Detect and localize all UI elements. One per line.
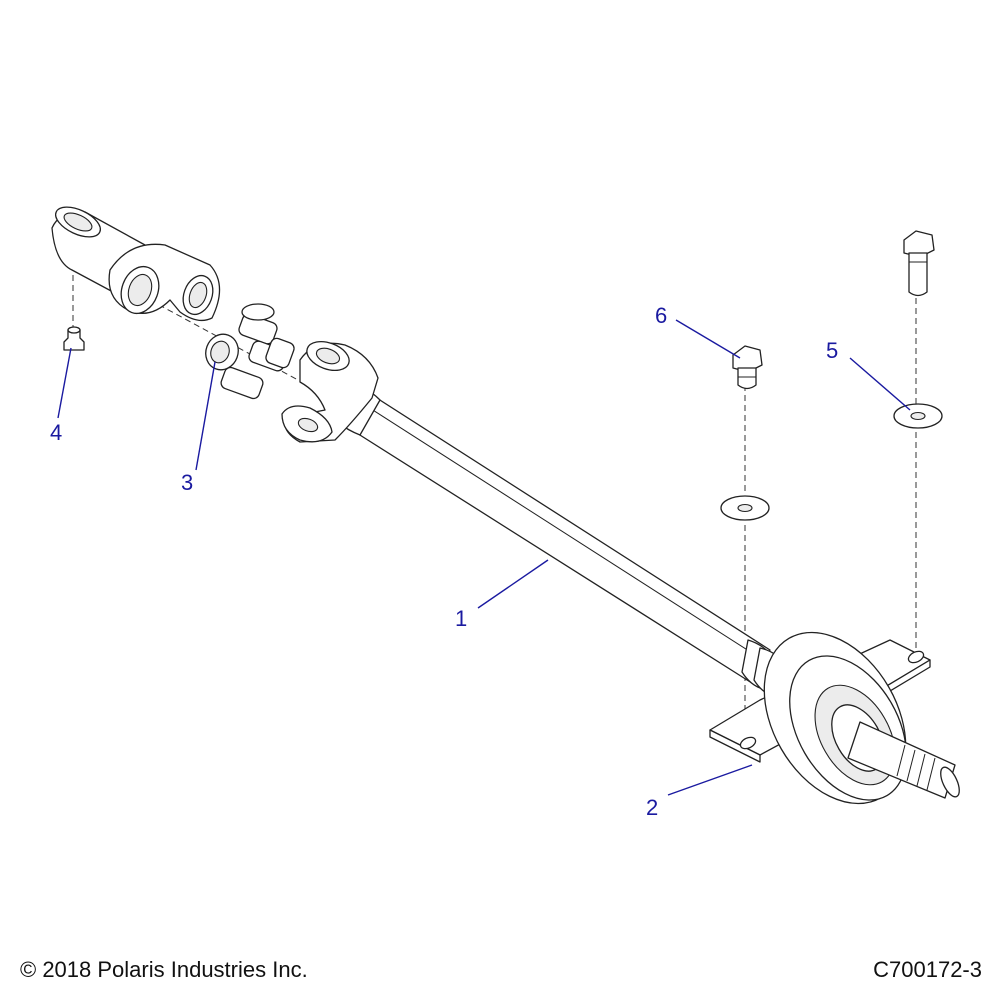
bolt-right: [903, 230, 935, 297]
leader-3: [195, 361, 216, 471]
drawing-number: C700172-3: [873, 957, 982, 982]
leader-1: [477, 559, 549, 609]
grease-fitting: [63, 326, 85, 351]
callout-leaders: [57, 319, 911, 796]
carrier-bearing: [709, 631, 960, 805]
leader-5: [849, 357, 911, 411]
callout-2: 2: [646, 795, 658, 820]
callout-labels: 1 2 3 4 5 6: [50, 303, 838, 820]
slip-yoke: [51, 206, 221, 322]
prop-shaft: [281, 341, 789, 699]
washer-left: [720, 495, 770, 521]
leader-6: [675, 319, 741, 359]
u-joint-cross: [205, 303, 295, 400]
callout-3: 3: [181, 470, 193, 495]
leader-4: [57, 347, 72, 419]
washer-right: [893, 403, 943, 429]
copyright-notice: © 2018 Polaris Industries Inc.: [20, 957, 308, 982]
callout-4: 4: [50, 420, 62, 445]
callout-1: 1: [455, 606, 467, 631]
callout-6: 6: [655, 303, 667, 328]
callout-5: 5: [826, 338, 838, 363]
leader-2: [667, 764, 753, 796]
bolt-left: [732, 345, 763, 390]
